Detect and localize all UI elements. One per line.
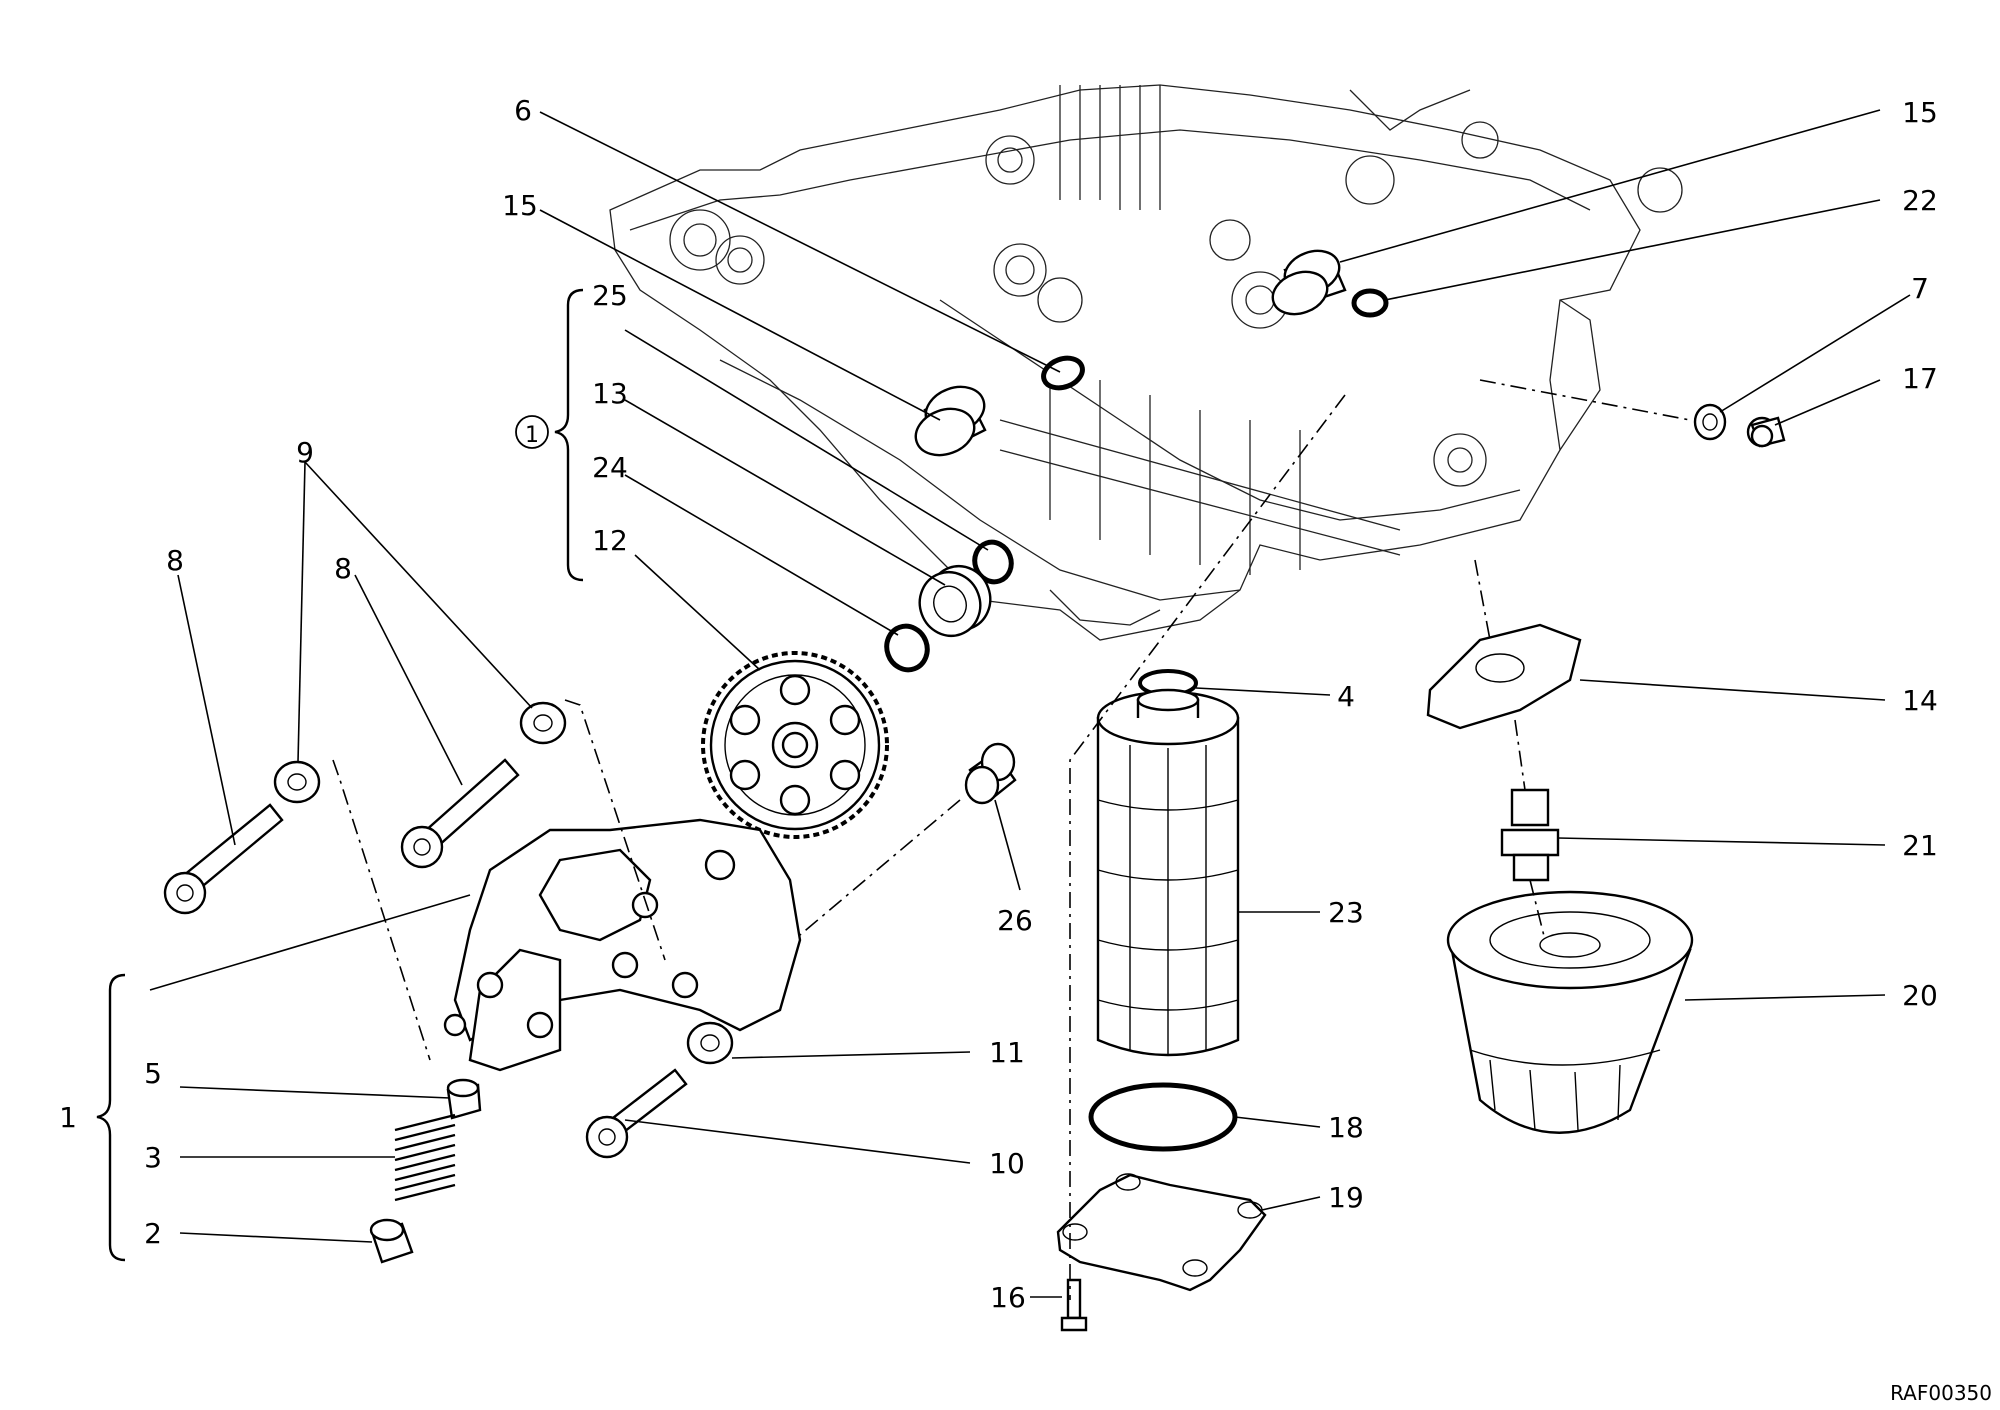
bearing-part-13 [918, 565, 992, 637]
callout-11: 11 [989, 1036, 1025, 1069]
bushing-part-15-left [914, 385, 987, 457]
callout-23: 23 [1328, 896, 1364, 929]
callout-24: 24 [592, 451, 628, 484]
bolt-part-8-right [400, 758, 520, 869]
washer-part-11 [686, 1021, 734, 1065]
oil-filter-part-20 [1446, 890, 1694, 1134]
gear-part-12 [701, 651, 889, 839]
plug-part-2 [369, 1218, 414, 1264]
crankcase-outline [609, 84, 1683, 641]
nipple-part-21 [1500, 788, 1560, 882]
reference-code: RAF00350 [1890, 1381, 1992, 1405]
callout-5: 5 [144, 1057, 162, 1090]
plug-part-17 [1746, 416, 1786, 448]
oring-part-6 [1041, 355, 1085, 391]
callout-16: 16 [990, 1281, 1026, 1314]
leader-lines [149, 109, 1911, 1298]
callout-8-left: 8 [166, 544, 184, 577]
callout-20: 20 [1902, 979, 1938, 1012]
callout-18: 18 [1328, 1111, 1364, 1144]
group-bracket-bottom [96, 973, 126, 1262]
group-circle [515, 415, 549, 449]
spring-part-3 [394, 1113, 456, 1202]
bracket-part-14 [1426, 623, 1582, 730]
callout-8-right: 8 [334, 552, 352, 585]
oring-part-18 [1088, 1082, 1238, 1152]
bolt-part-10 [585, 1068, 688, 1159]
callout-3: 3 [144, 1141, 162, 1174]
callout-21: 21 [1902, 829, 1938, 862]
bushing-part-26 [964, 742, 1017, 805]
callout-labels: 6 15 15 22 7 17 25 13 24 12 9 8 8 4 14 2… [59, 94, 1938, 1314]
washer-part-9-left [273, 760, 321, 804]
cover-part-19 [1056, 1173, 1267, 1292]
alignment-lines [332, 379, 1691, 1300]
snap-ring-part-24 [884, 623, 930, 673]
callout-1: 1 [59, 1101, 77, 1134]
callout-10: 10 [989, 1147, 1025, 1180]
snap-ring-part-25 [972, 539, 1014, 585]
group-bracket-top [554, 288, 584, 582]
washer-part-9-right [519, 701, 567, 745]
callout-22: 22 [1902, 184, 1938, 217]
callout-9: 9 [296, 436, 314, 469]
callout-4: 4 [1337, 680, 1355, 713]
callout-13: 13 [592, 377, 628, 410]
callout-12: 12 [592, 524, 628, 557]
bolt-part-16 [1060, 1278, 1088, 1332]
callout-14: 14 [1902, 684, 1938, 717]
filter-screen-part-23 [1096, 688, 1240, 1057]
callout-15-left: 15 [502, 189, 538, 222]
washer-part-7 [1693, 403, 1727, 441]
callout-2: 2 [144, 1217, 162, 1250]
group-circle-label: 1 [525, 423, 539, 448]
callout-6: 6 [514, 94, 532, 127]
callout-17: 17 [1902, 362, 1938, 395]
callout-7: 7 [1911, 272, 1929, 305]
oring-part-22 [1351, 288, 1389, 318]
bolt-part-8-left [163, 803, 284, 915]
bushing-part-15-right [1271, 249, 1347, 316]
oil-pump-part-1 [443, 818, 802, 1072]
valve-part-5 [446, 1078, 482, 1120]
callout-26: 26 [997, 904, 1033, 937]
callout-15-right: 15 [1902, 96, 1938, 129]
callout-19: 19 [1328, 1181, 1364, 1214]
callout-25: 25 [592, 279, 628, 312]
